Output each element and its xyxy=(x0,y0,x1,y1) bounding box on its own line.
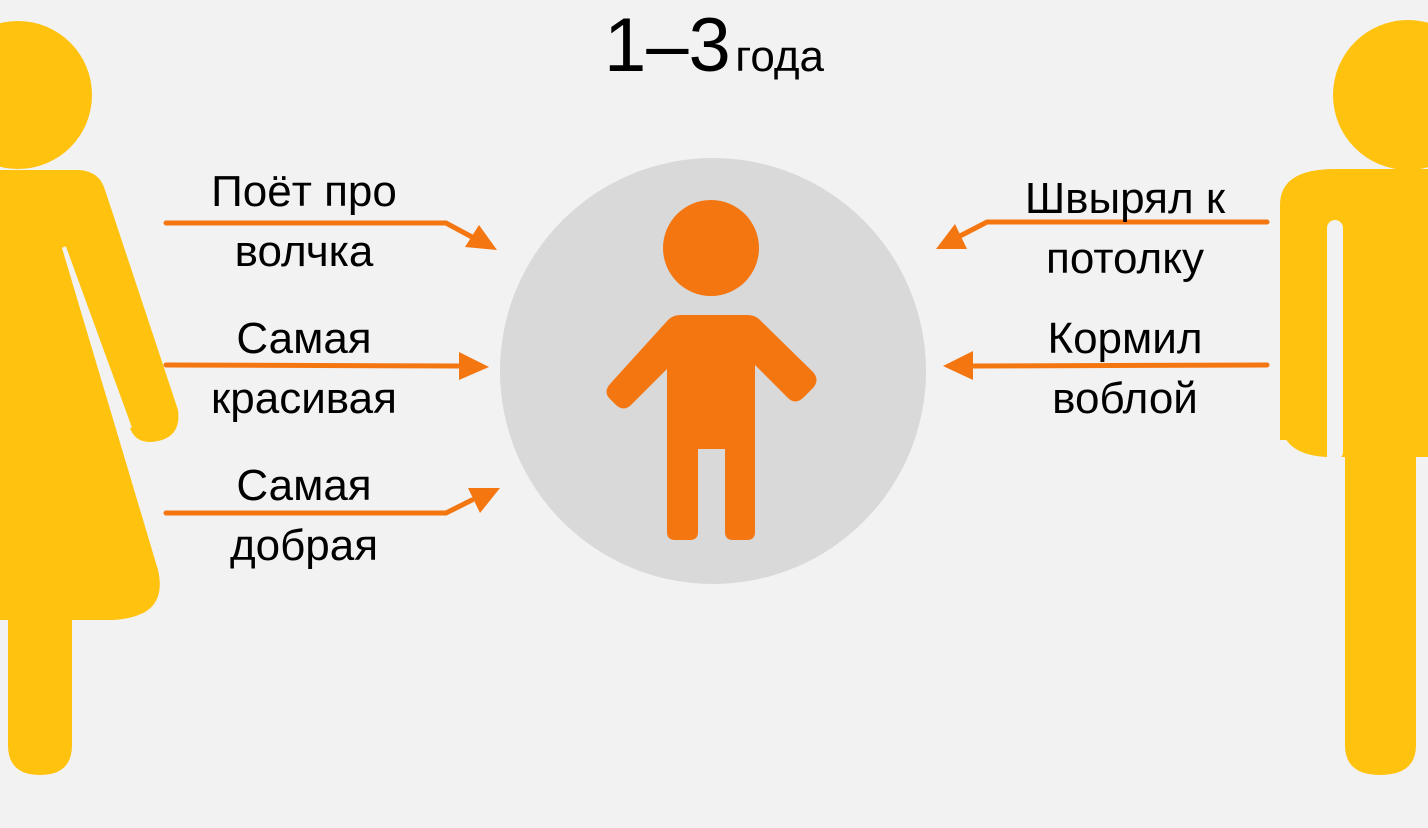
arrow-tossed-icon xyxy=(936,219,1270,249)
statement-line: добрая xyxy=(229,521,379,570)
statement-line: Кормил xyxy=(1047,314,1203,363)
statement-line: Самая xyxy=(236,314,372,363)
statement-line: красивая xyxy=(211,374,397,423)
page-title: 1–3 года xyxy=(0,2,1428,89)
mother-arm-gap xyxy=(62,246,132,429)
arrow-sings-icon xyxy=(163,220,497,250)
father-statement-1: Швырял к потолку xyxy=(995,169,1255,289)
arrow-fed-icon xyxy=(943,351,1270,380)
statement-line: Швырял к xyxy=(1024,174,1226,223)
mother-statement-3: Самая добрая xyxy=(174,456,434,576)
age-unit: года xyxy=(735,32,824,81)
statement-line: Поёт про xyxy=(211,167,397,216)
statement-line: волчка xyxy=(234,227,374,276)
father-statement-2: Кормил воблой xyxy=(995,309,1255,429)
father-figure-icon xyxy=(1280,20,1428,775)
arrow-beautiful-icon xyxy=(163,352,489,380)
mother-statement-2: Самая красивая xyxy=(174,309,434,429)
age-range: 1–3 xyxy=(604,3,731,88)
statement-line: Самая xyxy=(236,461,372,510)
mother-figure-icon xyxy=(0,21,179,775)
statement-line: потолку xyxy=(1046,234,1204,283)
child-figure-icon xyxy=(606,200,817,540)
statement-line: воблой xyxy=(1052,374,1198,423)
arrow-kind-icon xyxy=(163,488,500,516)
mother-statement-1: Поёт про волчка xyxy=(174,162,434,282)
father-arm-gap xyxy=(1327,220,1343,460)
